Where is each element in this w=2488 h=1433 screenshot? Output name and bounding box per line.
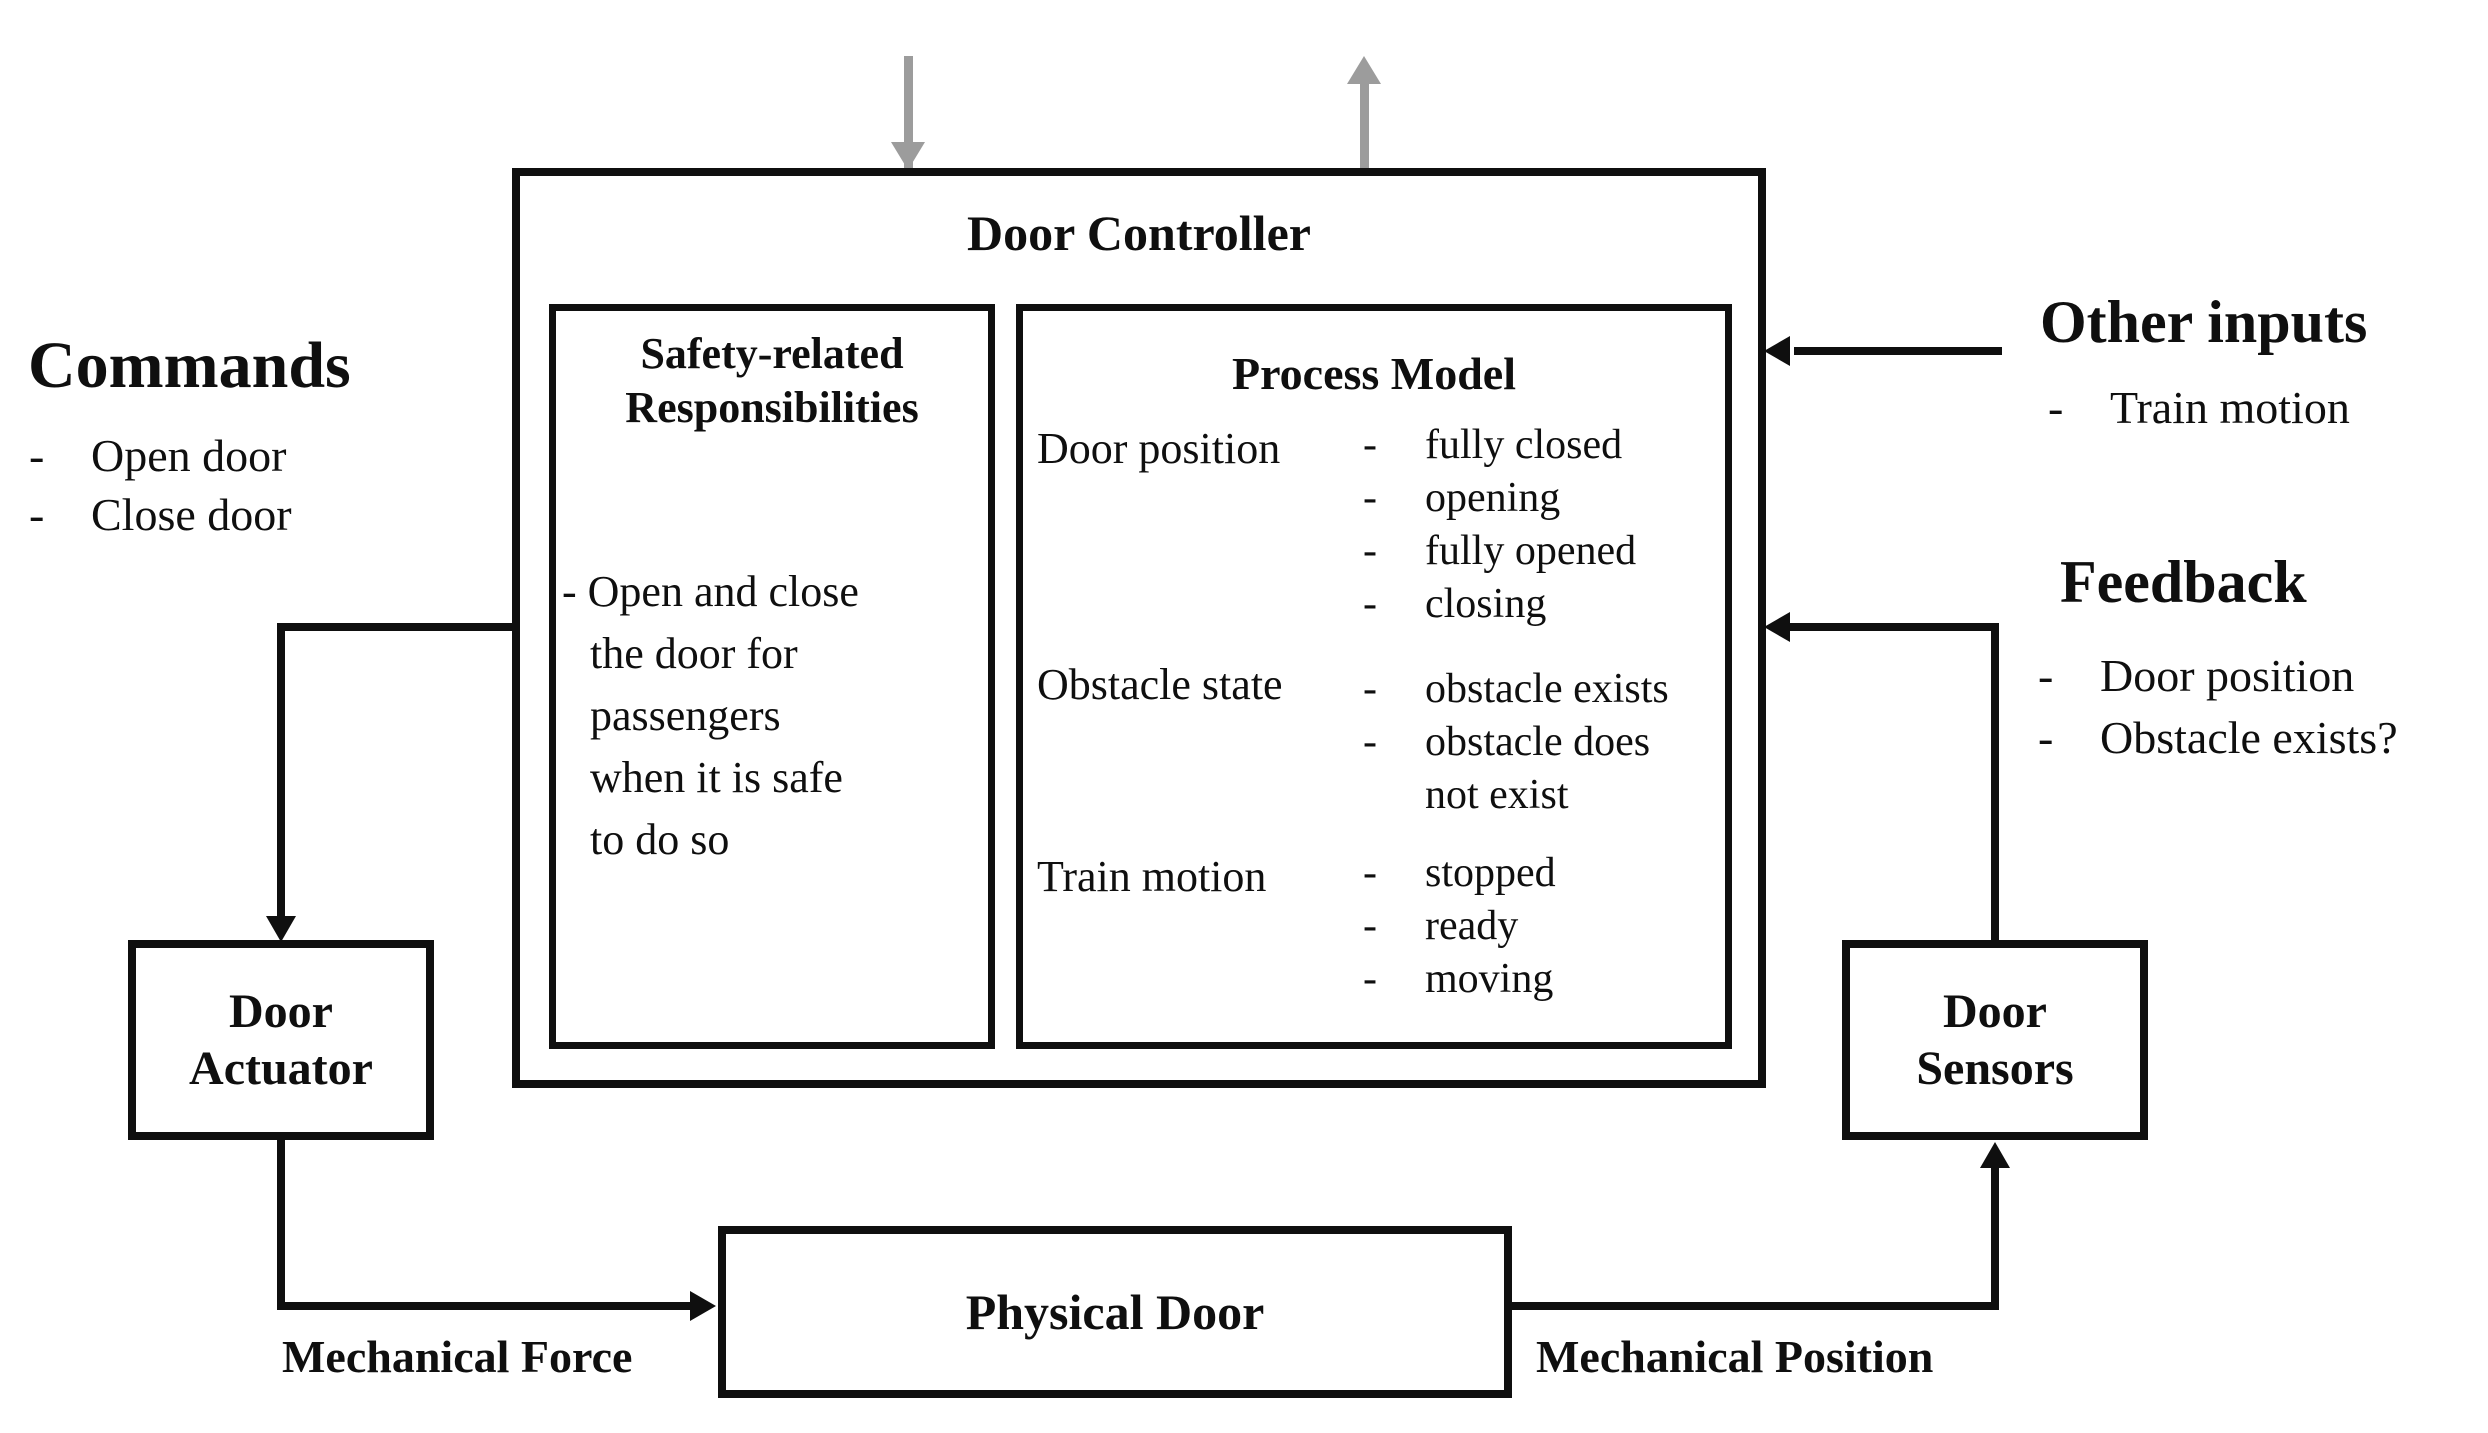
- feedback-arrow-line: [1991, 623, 1999, 940]
- safety-body-line: the door for: [590, 629, 798, 678]
- other-inputs-item-text: Train motion: [2110, 382, 2350, 433]
- bullet-dash: -: [1363, 850, 1377, 896]
- process-model-box: Process Model Door position - fully close…: [1016, 304, 1732, 1049]
- commands-item-text: Close door: [91, 489, 292, 540]
- bullet-dash: -: [1363, 903, 1377, 949]
- bullet-dash: -: [2038, 712, 2054, 763]
- mechanical-position-line: [1991, 1166, 1999, 1310]
- other-inputs-item: -Train motion: [2048, 378, 2350, 437]
- safety-responsibilities-text: - Open and close the door for passengers…: [562, 561, 859, 871]
- process-value: obstacle does not exist: [1425, 719, 1651, 818]
- process-value: opening: [1425, 475, 1561, 521]
- door-actuator-title: Door Actuator: [136, 948, 426, 1132]
- process-row-label: Door position: [1037, 424, 1281, 473]
- feedback-list: -Door position -Obstacle exists?: [2038, 645, 2398, 769]
- process-row-label: Train motion: [1037, 852, 1267, 901]
- bullet-dash: -: [1363, 956, 1377, 1002]
- bullet-dash: -: [2038, 650, 2054, 701]
- mechanical-position-label: Mechanical Position: [1536, 1331, 1934, 1382]
- controller-input-arrow-line: [904, 56, 913, 170]
- process-value-item: - opening: [1363, 472, 1705, 525]
- safety-body-line: when it is safe: [590, 753, 843, 802]
- bullet-dash: -: [1363, 422, 1377, 468]
- mechanical-force-label: Mechanical Force: [282, 1331, 633, 1382]
- safety-responsibilities-title: Safety-related Responsibilities: [556, 327, 988, 435]
- arrow-up-icon: [1347, 56, 1381, 84]
- mechanical-force-line: [277, 1302, 692, 1310]
- process-value: fully closed: [1425, 422, 1623, 468]
- bullet-dash: -: [29, 430, 45, 481]
- bullet-dash: -: [1363, 475, 1377, 521]
- bullet-dash: -: [1363, 666, 1377, 712]
- commands-arrow-line: [277, 623, 285, 920]
- door-sensors-title-line1: Door: [1943, 985, 2047, 1038]
- other-inputs-arrow-line: [1794, 347, 2002, 355]
- arrow-left-icon: [1764, 336, 1790, 366]
- bullet-dash: -: [1363, 581, 1377, 627]
- process-value: moving: [1425, 956, 1554, 1002]
- commands-item: -Open door: [29, 426, 292, 485]
- feedback-arrow-line: [1790, 623, 1999, 631]
- safety-responsibilities-box: Safety-related Responsibilities - Open a…: [549, 304, 995, 1049]
- door-actuator-title-line1: Door: [229, 985, 333, 1038]
- feedback-item-text: Obstacle exists?: [2100, 712, 2398, 763]
- arrow-up-icon: [1980, 1142, 2010, 1168]
- physical-door-title: Physical Door: [965, 1284, 1265, 1340]
- process-value-item: - obstacle exists: [1363, 663, 1705, 716]
- arrow-right-icon: [690, 1291, 716, 1321]
- mechanical-position-line: [1512, 1302, 1999, 1310]
- process-value: fully opened: [1425, 528, 1637, 574]
- bullet-dash: -: [1363, 528, 1377, 574]
- door-sensors-title-line2: Sensors: [1916, 1042, 2074, 1095]
- process-value-item: - moving: [1363, 953, 1705, 1006]
- commands-item-text: Open door: [91, 430, 287, 481]
- process-model-title: Process Model: [1231, 348, 1517, 399]
- arrow-left-icon: [1764, 612, 1790, 642]
- commands-arrow-line: [277, 623, 516, 631]
- process-value: closing: [1425, 581, 1547, 627]
- arrow-down-icon: [266, 916, 296, 942]
- controller-output-arrow-line: [1360, 82, 1369, 170]
- other-inputs-list: -Train motion: [2048, 378, 2350, 437]
- safety-body-line: - Open and close: [562, 567, 859, 616]
- door-controller-title: Door Controller: [967, 205, 1311, 261]
- physical-door-box: Physical Door: [718, 1226, 1512, 1398]
- door-sensors-title: Door Sensors: [1850, 948, 2140, 1132]
- arrow-down-icon: [891, 142, 925, 170]
- process-value-item: - obstacle does not exist: [1363, 716, 1705, 822]
- commands-item: -Close door: [29, 485, 292, 544]
- process-value-item: - ready: [1363, 900, 1705, 953]
- other-inputs-heading: Other inputs: [2040, 289, 2368, 355]
- process-value: stopped: [1425, 850, 1556, 896]
- commands-heading: Commands: [28, 329, 351, 402]
- door-controller-box: Door Controller Safety-related Responsib…: [512, 168, 1766, 1088]
- door-sensors-box: Door Sensors: [1842, 940, 2148, 1140]
- process-row-values: - obstacle exists - obstacle does not exis…: [1363, 663, 1705, 822]
- safety-title-line2: Responsibilities: [625, 383, 919, 432]
- process-row-label: Obstacle state: [1037, 660, 1283, 709]
- bullet-dash: -: [1363, 719, 1377, 765]
- process-row-values: - stopped - ready - moving: [1363, 847, 1705, 1006]
- feedback-item: -Obstacle exists?: [2038, 707, 2398, 769]
- process-value-item: - fully closed: [1363, 419, 1705, 472]
- process-row-values: - fully closed - opening - fully opened - cl…: [1363, 419, 1705, 631]
- bullet-dash: -: [29, 489, 45, 540]
- feedback-heading: Feedback: [2060, 549, 2307, 615]
- safety-body-line: passengers: [590, 691, 781, 740]
- mechanical-force-line: [277, 1140, 285, 1310]
- process-value-item: - stopped: [1363, 847, 1705, 900]
- feedback-item: -Door position: [2038, 645, 2398, 707]
- door-actuator-title-line2: Actuator: [189, 1042, 373, 1095]
- process-value-item: - closing: [1363, 578, 1705, 631]
- feedback-item-text: Door position: [2100, 650, 2355, 701]
- door-actuator-box: Door Actuator: [128, 940, 434, 1140]
- safety-body-line: to do so: [590, 815, 730, 864]
- bullet-dash: -: [2048, 382, 2064, 433]
- commands-list: -Open door -Close door: [29, 426, 292, 544]
- process-value: ready: [1425, 903, 1519, 949]
- process-value-item: - fully opened: [1363, 525, 1705, 578]
- safety-title-line1: Safety-related: [640, 329, 904, 378]
- process-value: obstacle exists: [1425, 666, 1669, 712]
